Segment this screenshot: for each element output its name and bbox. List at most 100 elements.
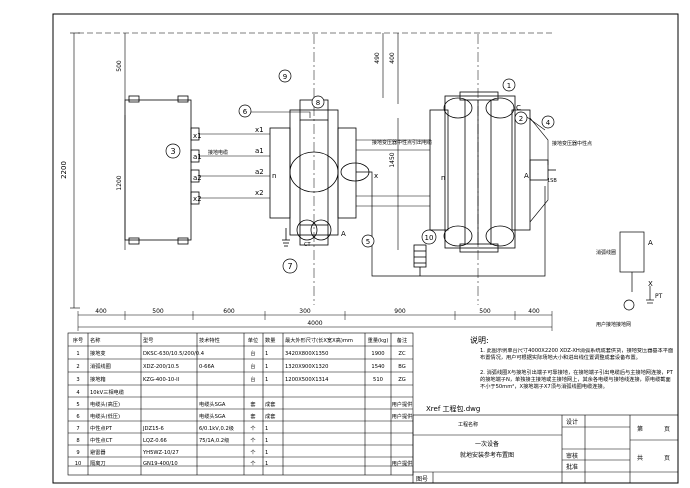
table-header-cell: 序号 [73, 336, 83, 344]
terminal-xx1: x1 [255, 126, 264, 134]
note-item-2: 2. 消弧线圈X与接地引出端子可靠接地，在接地端子引出电缆后与主接地网连接，PT… [480, 369, 673, 391]
table-cell: 5 [76, 402, 79, 408]
equipment-table [67, 332, 414, 476]
dimension-lines [70, 32, 553, 331]
table-cell: 3 [76, 377, 79, 383]
terminal-n-left: n [272, 172, 276, 180]
terminal-n-right: n [441, 174, 445, 182]
dim-total-width: 4000 [307, 320, 322, 327]
grounding-cabinet [124, 95, 200, 245]
dim-right-low: 1450 [389, 152, 396, 167]
table-header-cell: 数量 [265, 336, 275, 344]
table-cell: 1 [265, 351, 268, 357]
project-label: 工程名称 [458, 421, 478, 428]
table-cell: 套 [250, 412, 256, 420]
table-cell: 8 [76, 438, 79, 444]
dim-seg-900: 900 [394, 308, 406, 315]
dim-right-mid: 490 [374, 52, 381, 64]
table-cell: GN19-400/10 [143, 461, 178, 467]
small-notes: 接地电缆 接地变压器中性点引出电缆 接地变压器中性点 消弧线圈 用户接地接地网 … [208, 139, 631, 328]
table-cell: 电缆头SGA [199, 400, 226, 408]
table-header-cell: 重量(kg) [368, 336, 389, 344]
terminal-a-right: A [524, 172, 529, 180]
terminal-c: C [516, 104, 521, 112]
cable-1sb-label: 1SB [547, 178, 557, 184]
table-cell: 75/1A,0.2级 [199, 436, 229, 444]
table-cell: 1 [265, 364, 268, 370]
table-cell: 1 [265, 450, 268, 456]
balloon-8: 8 [316, 99, 320, 107]
terminal-x-box: X [648, 280, 653, 288]
isolator-switch [413, 244, 427, 276]
table-cell: 用户提供 [392, 459, 413, 467]
dim-seg-300: 300 [299, 308, 311, 315]
table-cell: XDZ-200/10.5 [143, 364, 179, 370]
table-cell: 中性点CT [90, 436, 113, 444]
balloon-3: 3 [170, 147, 175, 156]
table-header-cell: 型号 [143, 336, 153, 344]
table-cell: 电缆头SGA [199, 412, 226, 420]
grounding-transformer [429, 91, 556, 253]
terminal-a2: a2 [193, 174, 202, 182]
table-cell: 避雷器 [90, 448, 106, 456]
note-left-cable: 接地电缆 [208, 149, 228, 156]
terminal-aa1: a1 [255, 147, 264, 155]
table-cell: 接地变 [90, 349, 106, 357]
table-cell: 0-66A [199, 364, 215, 370]
table-cell: 1540 [371, 364, 384, 370]
drawing-title-1: 一次设备 [475, 440, 499, 448]
table-header-cell: 名称 [90, 336, 100, 344]
approve-label: 批准 [566, 463, 578, 471]
table-cell: 台 [250, 375, 255, 383]
note-item-1: 1. 此图示例单台尺寸4000X2200 XDZ-XH消弧系统成套供货，接地变压… [480, 348, 674, 362]
drawing-title-2: 就地安装参考布置图 [460, 451, 514, 459]
table-cell: 6/0.1kV,0.2级 [199, 424, 234, 432]
note-ground-box: 消弧线圈 [596, 249, 616, 256]
xref-label: Xref 工程包.dwg [426, 404, 480, 413]
table-cell: 1 [76, 351, 79, 357]
check-label: 审核 [566, 452, 578, 460]
table-cell: 1 [265, 461, 268, 467]
right-cables [519, 111, 549, 223]
table-cell: 3420X800X1350 [285, 351, 328, 357]
balloon-10: 10 [425, 234, 434, 242]
table-cell: 10 [75, 461, 82, 467]
terminal-x1: x1 [193, 132, 202, 140]
table-cell: 个 [250, 460, 256, 467]
ground-box-detail [619, 231, 654, 311]
table-cell: 隔离刀 [90, 459, 106, 467]
table-cell: 10kV三相电缆 [90, 388, 124, 396]
table-cell: 接地箱 [90, 375, 106, 383]
terminal-x2: x2 [193, 195, 202, 203]
mid-right-wires [356, 139, 430, 207]
dim-seg-400a: 400 [95, 308, 107, 315]
table-cell: 1320X900X1320 [285, 364, 328, 370]
table-cell: 中性点PT [90, 424, 113, 432]
table-cell: 2 [76, 364, 79, 370]
connecting-cable [356, 171, 546, 277]
note-right-cable: 接地变压器中性点引出电缆 [372, 139, 432, 146]
table-cell: 9 [76, 450, 79, 456]
terminal-a1: a1 [193, 153, 202, 161]
table-cell: 台 [250, 349, 255, 357]
table-cell: 个 [250, 449, 256, 456]
sheet-label: 第 [637, 425, 643, 433]
title-block-text: 工程名称 一次设备 就地安装参考布置图 设计 审核 批准 第 页 共 页 图号 [416, 418, 670, 483]
balloon-9: 9 [283, 73, 287, 81]
note-right-cable2: 接地变压器中性点 [552, 140, 592, 147]
balloon-6: 6 [243, 108, 248, 116]
table-cell: 1 [265, 377, 268, 383]
drawing-frame [52, 13, 679, 484]
balloon-4: 4 [546, 119, 551, 127]
table-cell: 用户提供 [392, 412, 413, 420]
table-cell: DKSC-630/10.5/200/0.4 [143, 351, 205, 357]
dim-seg-400b: 400 [528, 308, 540, 315]
table-cell: KZG-400-10-II [143, 377, 180, 383]
title-block [412, 414, 679, 484]
table-header-cell: 单位 [248, 336, 258, 344]
table-header-cell: 最大外形尺寸(长X宽X高)mm [285, 336, 353, 344]
dim-right-top: 400 [389, 52, 396, 64]
table-header-cell: 技术特性 [199, 336, 220, 344]
table-cell: 个 [250, 437, 256, 444]
